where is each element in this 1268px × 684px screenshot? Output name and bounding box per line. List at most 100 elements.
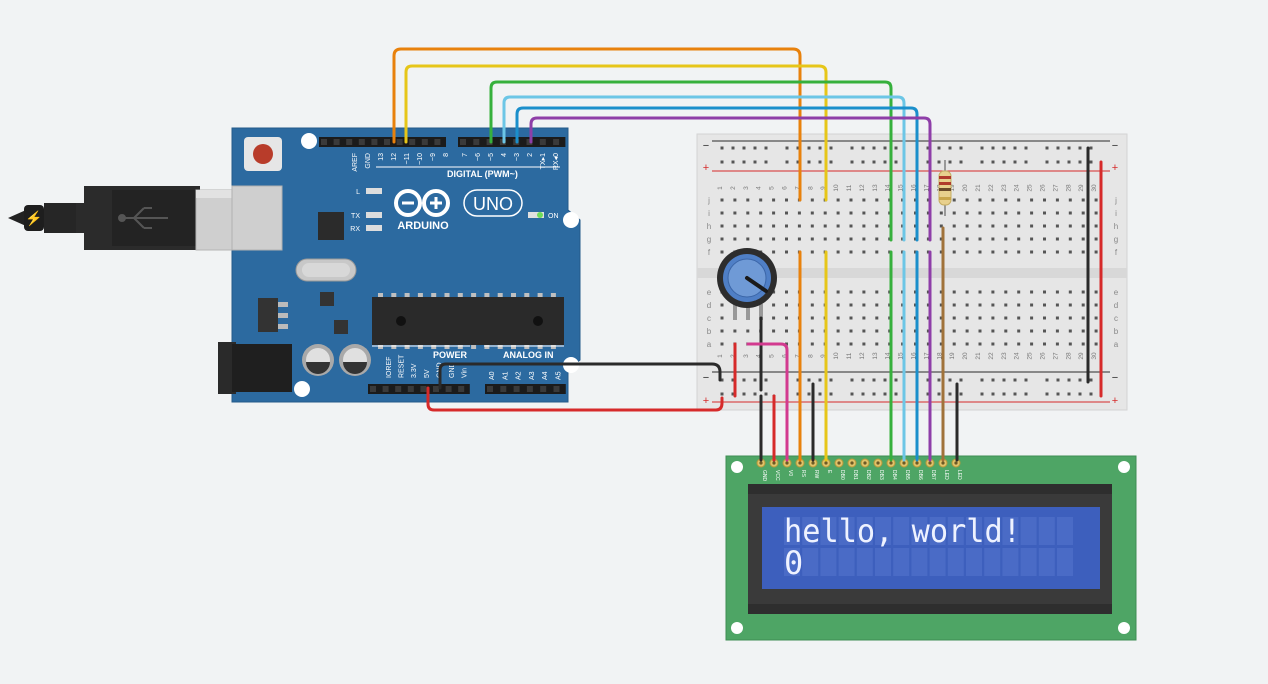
- breadboard-hole[interactable]: [1055, 211, 1059, 215]
- rail-hole[interactable]: [850, 392, 854, 396]
- breadboard-hole[interactable]: [836, 329, 840, 333]
- header-pin[interactable]: [500, 386, 507, 392]
- breadboard-hole[interactable]: [1094, 224, 1098, 228]
- rail-hole[interactable]: [861, 160, 865, 164]
- breadboard-hole[interactable]: [926, 329, 930, 333]
- rail-hole[interactable]: [731, 146, 735, 150]
- breadboard-hole[interactable]: [836, 237, 840, 241]
- rail-hole[interactable]: [861, 378, 865, 382]
- breadboard-hole[interactable]: [965, 224, 969, 228]
- rail-hole[interactable]: [1002, 392, 1006, 396]
- breadboard-hole[interactable]: [720, 316, 724, 320]
- breadboard-hole[interactable]: [1068, 250, 1072, 254]
- breadboard-hole[interactable]: [978, 224, 982, 228]
- breadboard-hole[interactable]: [978, 211, 982, 215]
- breadboard-hole[interactable]: [991, 250, 995, 254]
- header-pin[interactable]: [460, 139, 466, 145]
- breadboard-hole[interactable]: [862, 290, 866, 294]
- rail-hole[interactable]: [948, 378, 952, 382]
- breadboard-hole[interactable]: [759, 237, 763, 241]
- breadboard-hole[interactable]: [720, 224, 724, 228]
- breadboard-hole[interactable]: [1081, 237, 1085, 241]
- rail-hole[interactable]: [764, 146, 768, 150]
- breadboard-hole[interactable]: [1081, 303, 1085, 307]
- breadboard-hole[interactable]: [1081, 250, 1085, 254]
- rail-hole[interactable]: [785, 160, 789, 164]
- rail-hole[interactable]: [764, 160, 768, 164]
- rail-hole[interactable]: [1089, 378, 1093, 382]
- breadboard-hole[interactable]: [746, 224, 750, 228]
- wire-blue[interactable]: [515, 106, 919, 242]
- header-pin[interactable]: [434, 139, 441, 145]
- breadboard-hole[interactable]: [849, 198, 853, 202]
- breadboard-hole[interactable]: [862, 224, 866, 228]
- digital-header-left[interactable]: [319, 137, 446, 147]
- wire-red[interactable]: [426, 386, 724, 412]
- breadboard-hole[interactable]: [965, 198, 969, 202]
- breadboard-hole[interactable]: [952, 329, 956, 333]
- breadboard-hole[interactable]: [991, 316, 995, 320]
- power-header[interactable]: [368, 384, 470, 394]
- breadboard-hole[interactable]: [978, 316, 982, 320]
- breadboard-hole[interactable]: [1030, 290, 1034, 294]
- rail-hole[interactable]: [796, 146, 800, 150]
- rail-hole[interactable]: [829, 378, 833, 382]
- breadboard-hole[interactable]: [1043, 211, 1046, 215]
- rail-hole[interactable]: [1024, 160, 1028, 164]
- rail-hole[interactable]: [829, 146, 833, 150]
- breadboard-hole[interactable]: [952, 224, 956, 228]
- header-pin[interactable]: [371, 139, 378, 145]
- breadboard-hole[interactable]: [1017, 224, 1021, 228]
- breadboard-hole[interactable]: [1004, 290, 1008, 294]
- wire-green[interactable]: [489, 80, 893, 242]
- rail-hole[interactable]: [883, 160, 887, 164]
- rail-hole[interactable]: [1045, 160, 1049, 164]
- breadboard-hole[interactable]: [772, 303, 776, 307]
- breadboard-hole[interactable]: [849, 237, 853, 241]
- breadboard-hole[interactable]: [1094, 329, 1098, 333]
- breadboard-hole[interactable]: [1004, 237, 1008, 241]
- wire-pink[interactable]: [746, 342, 789, 462]
- breadboard-hole[interactable]: [1068, 316, 1072, 320]
- breadboard-hole[interactable]: [1081, 198, 1085, 202]
- rail-hole[interactable]: [753, 160, 757, 164]
- breadboard-hole[interactable]: [746, 211, 750, 215]
- breadboard-hole[interactable]: [965, 329, 969, 333]
- rail-hole[interactable]: [1078, 160, 1082, 164]
- rail-hole[interactable]: [764, 378, 768, 382]
- rail-hole[interactable]: [883, 378, 887, 382]
- breadboard-hole[interactable]: [772, 237, 776, 241]
- breadboard-hole[interactable]: [733, 224, 737, 228]
- breadboard-hole[interactable]: [849, 224, 853, 228]
- rail-hole[interactable]: [850, 146, 854, 150]
- breadboard-hole[interactable]: [1094, 198, 1098, 202]
- breadboard-hole[interactable]: [939, 329, 943, 333]
- breadboard-hole[interactable]: [875, 237, 879, 241]
- breadboard-hole[interactable]: [965, 316, 969, 320]
- breadboard-hole[interactable]: [1030, 250, 1034, 254]
- breadboard-hole[interactable]: [810, 303, 814, 307]
- potentiometer-knob[interactable]: [745, 276, 768, 293]
- rail-hole[interactable]: [861, 146, 865, 150]
- breadboard-hole[interactable]: [939, 237, 943, 241]
- resistor[interactable]: [938, 160, 952, 216]
- breadboard-hole[interactable]: [1030, 224, 1034, 228]
- header-pin[interactable]: [421, 139, 428, 145]
- breadboard-hole[interactable]: [1030, 342, 1034, 346]
- breadboard-hole[interactable]: [1055, 316, 1059, 320]
- rail-hole[interactable]: [991, 160, 995, 164]
- breadboard-hole[interactable]: [849, 211, 853, 215]
- breadboard-hole[interactable]: [1017, 198, 1021, 202]
- breadboard-hole[interactable]: [1068, 303, 1072, 307]
- wire-lightblue[interactable]: [502, 95, 906, 242]
- rail-hole[interactable]: [894, 378, 898, 382]
- rail-hole[interactable]: [818, 378, 822, 382]
- breadboard-hole[interactable]: [849, 316, 853, 320]
- breadboard-hole[interactable]: [862, 198, 866, 202]
- rail-hole[interactable]: [1067, 160, 1071, 164]
- breadboard-hole[interactable]: [1068, 237, 1072, 241]
- breadboard-hole[interactable]: [1030, 303, 1034, 307]
- breadboard-hole[interactable]: [1081, 290, 1085, 294]
- breadboard-hole[interactable]: [952, 250, 956, 254]
